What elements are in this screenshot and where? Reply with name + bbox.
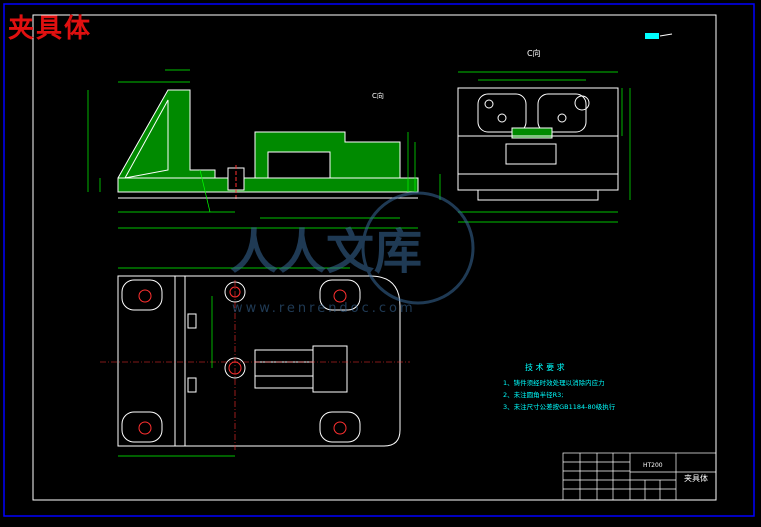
tech-heading: 技 术 要 求 <box>525 362 565 372</box>
outer-frame <box>3 3 755 517</box>
part-name-label: 夹具体 <box>684 473 708 483</box>
tech-item-2: 2、未注圆角半径R3; <box>503 390 563 399</box>
title-block <box>562 452 717 501</box>
view-label-c: C向 <box>372 91 384 100</box>
side-view: C向 <box>439 48 631 223</box>
tech-item-1: 1、铸件须经时效处理以消除内应力 <box>503 378 605 387</box>
watermark: 人人文库 www.renrendoc.com <box>230 191 475 316</box>
watermark-url: www.renrendoc.com <box>232 301 416 316</box>
drawing-title: 夹具体 <box>8 14 93 44</box>
inner-frame <box>32 14 717 501</box>
watermark-text: 人人文库 <box>230 224 422 280</box>
top-right-tag <box>645 33 673 39</box>
material-label: HT200 <box>643 462 663 469</box>
front-section-view: C向 <box>87 69 419 229</box>
tech-requirements: 技 术 要 求 1、铸件须经时效处理以消除内应力 2、未注圆角半径R3; 3、未… <box>503 362 616 411</box>
view-label-c-top: C向 <box>527 48 541 58</box>
tech-item-3: 3、未注尺寸公差按GB1184-80级执行 <box>503 402 616 411</box>
top-view <box>100 267 410 457</box>
